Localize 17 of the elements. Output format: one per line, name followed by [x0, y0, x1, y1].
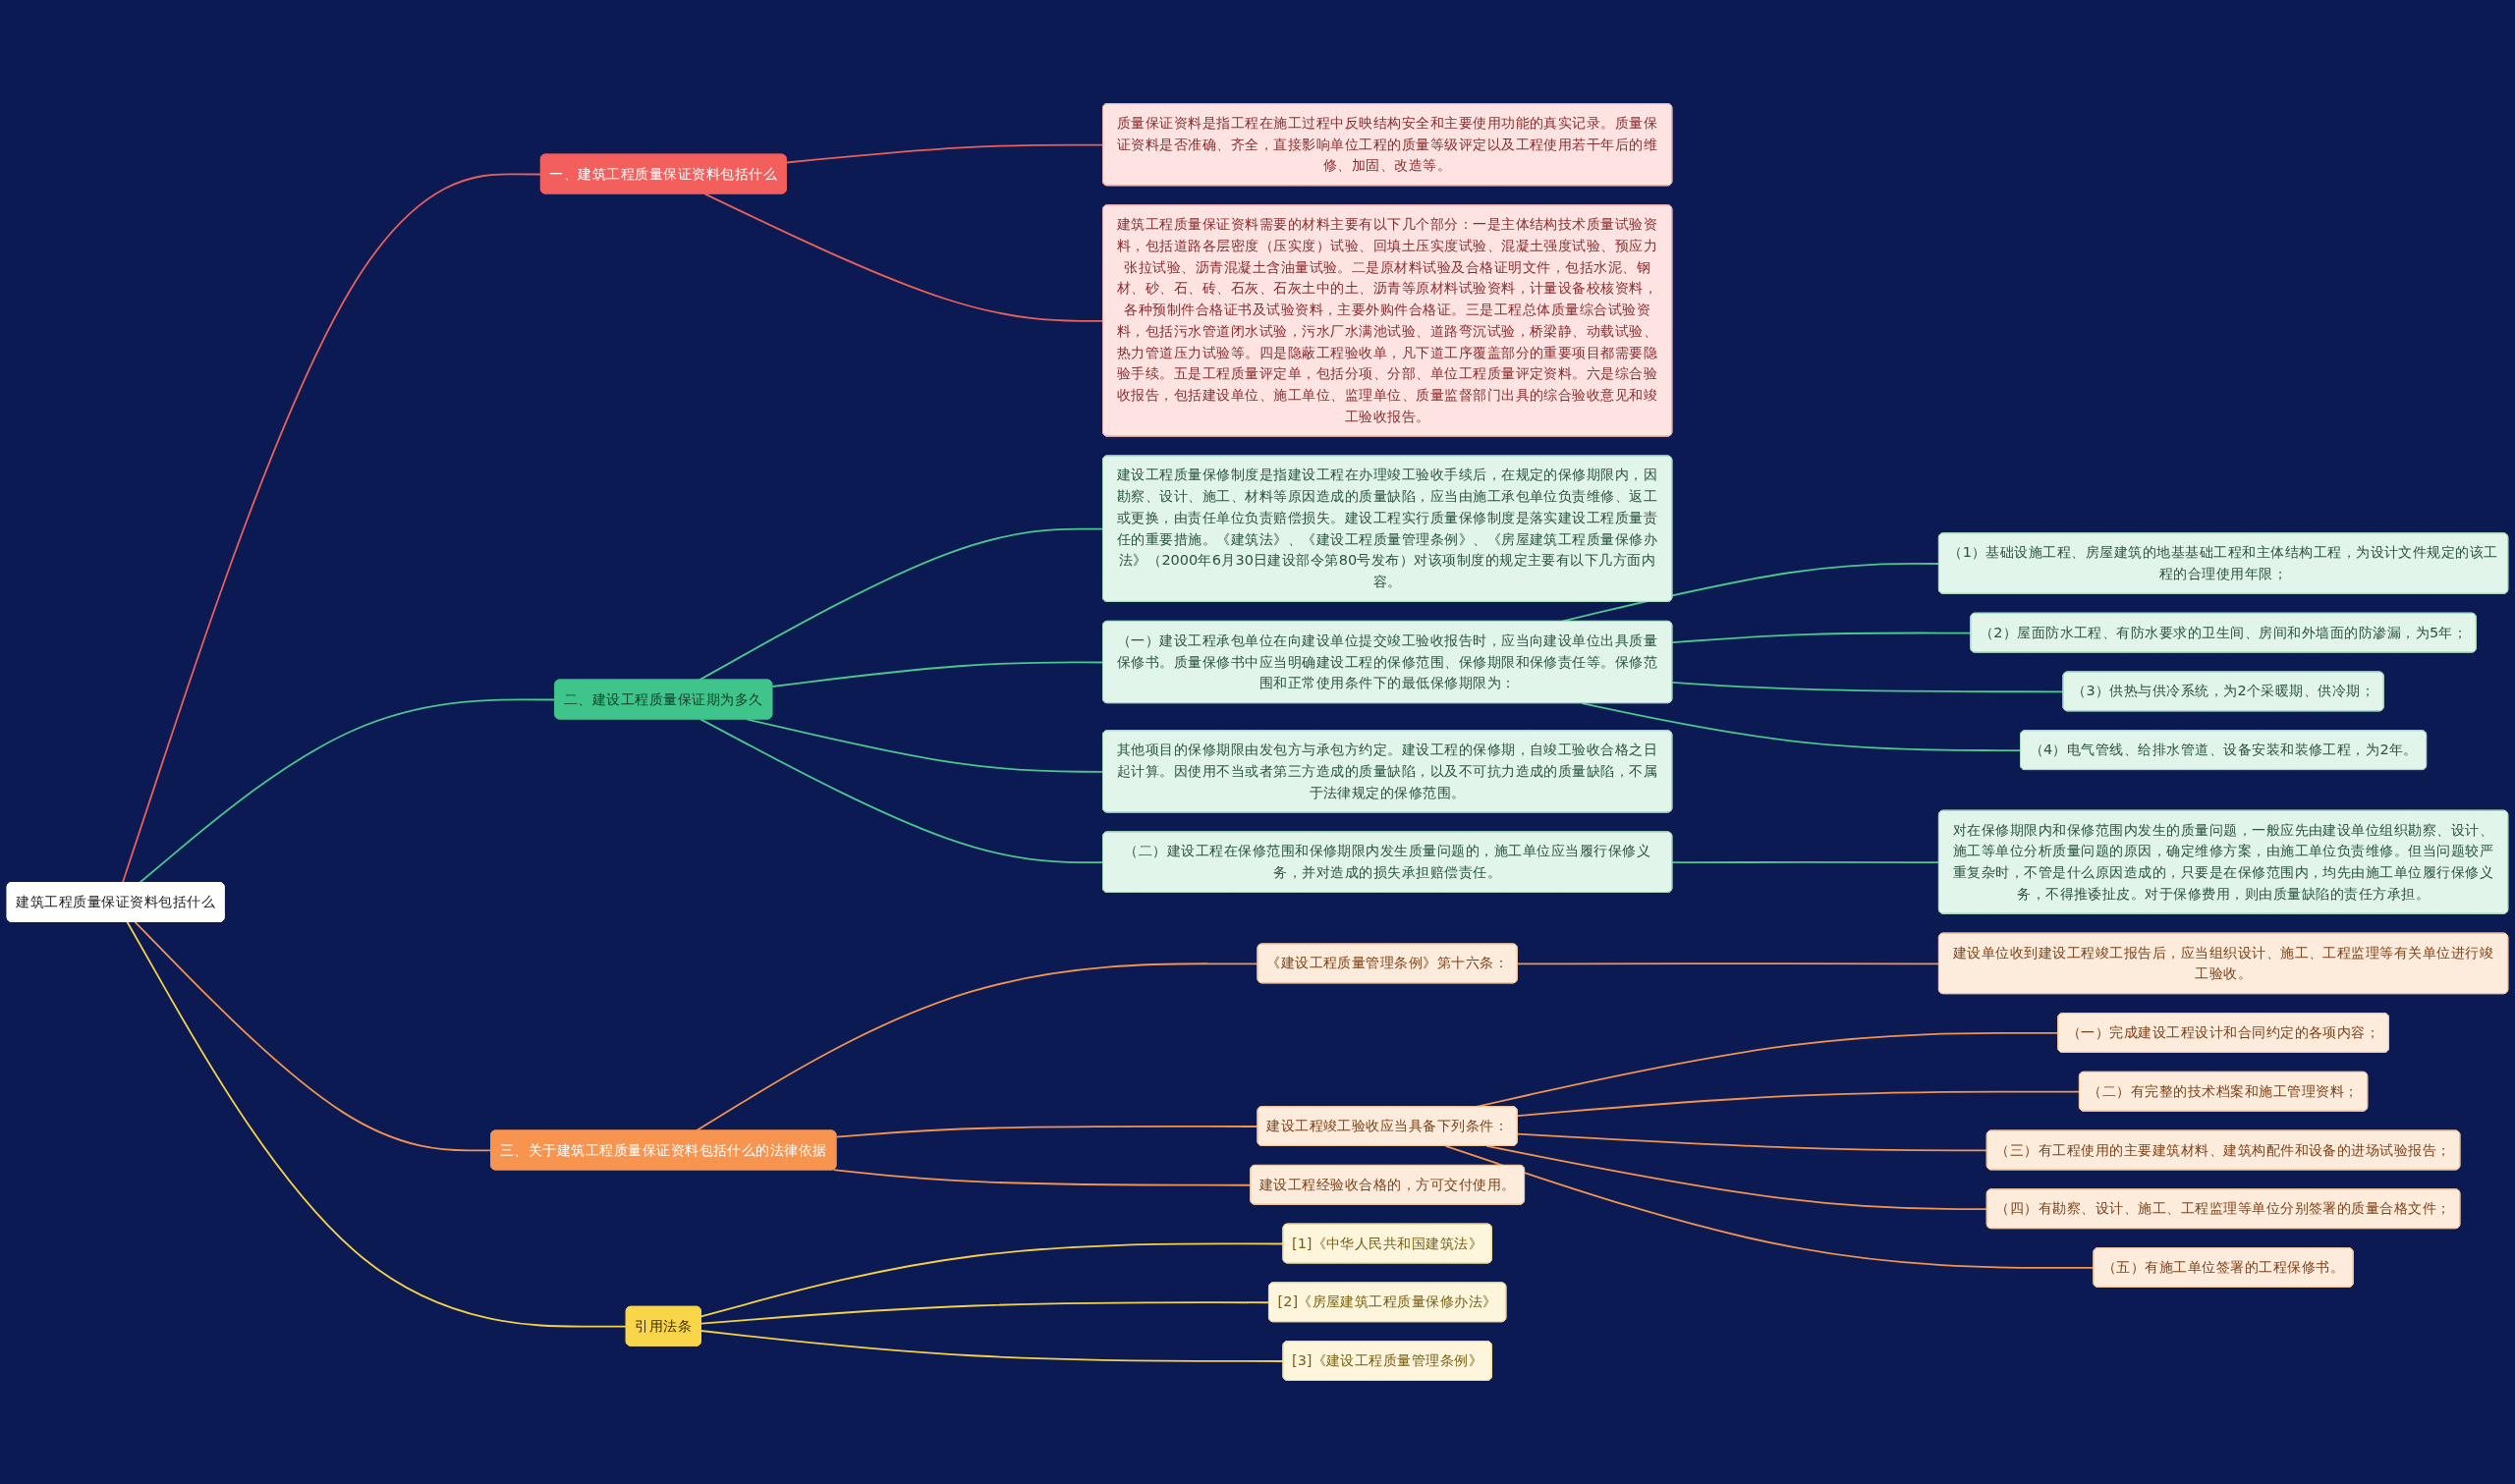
connector: [126, 920, 628, 1328]
connector: [785, 143, 1104, 164]
connector: [121, 173, 542, 884]
connector: [699, 718, 1104, 864]
connector: [698, 527, 1104, 682]
connector: [1516, 962, 1940, 965]
connector: [771, 661, 1104, 687]
connector: [1516, 1132, 1988, 1152]
connector: [1485, 1145, 1988, 1211]
connector: [695, 962, 1259, 1132]
connector: [1671, 860, 1940, 864]
connector: [1581, 702, 2022, 751]
connector: [703, 192, 1104, 322]
connector: [1516, 1090, 2081, 1117]
connector: [746, 718, 1104, 773]
connector: [699, 1301, 1270, 1325]
connector: [835, 1126, 1259, 1138]
